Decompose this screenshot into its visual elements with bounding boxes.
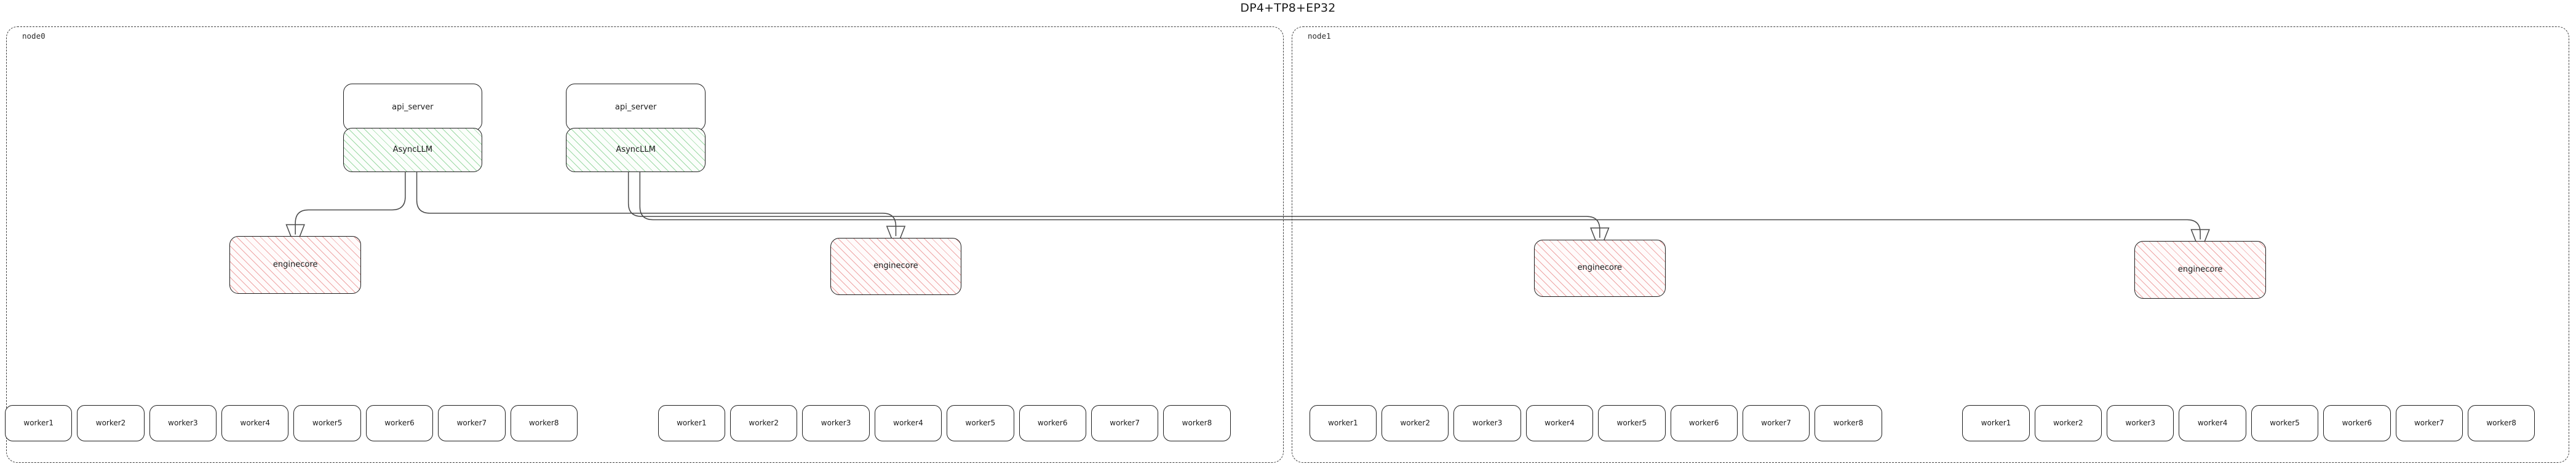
node-container-node0 [6, 26, 1284, 463]
worker-box[interactable]: worker1 [5, 404, 73, 441]
page-title: DP4+TP8+EP32 [1240, 1, 1336, 15]
node-label-node1: node1 [1308, 31, 1331, 41]
worker-box[interactable]: worker4 [874, 404, 942, 441]
asyncllm-box-1[interactable]: AsyncLLM [343, 128, 483, 173]
worker-box[interactable]: worker6 [1670, 404, 1738, 441]
worker-box[interactable]: worker5 [2251, 404, 2319, 441]
enginecore-box-1[interactable]: enginecore [229, 236, 361, 294]
worker-box[interactable]: worker3 [1453, 404, 1521, 441]
worker-box[interactable]: worker1 [1962, 404, 2030, 441]
worker-box[interactable]: worker7 [1742, 404, 1810, 441]
worker-box[interactable]: worker3 [802, 404, 870, 441]
worker-box[interactable]: worker4 [1525, 404, 1594, 441]
enginecore-box-4[interactable]: enginecore [2134, 241, 2266, 299]
worker-box[interactable]: worker8 [2467, 404, 2535, 441]
worker-box[interactable]: worker4 [221, 404, 289, 441]
worker-box[interactable]: worker7 [438, 404, 506, 441]
worker-box[interactable]: worker1 [658, 404, 726, 441]
worker-box[interactable]: worker4 [2179, 404, 2246, 441]
worker-box[interactable]: worker8 [510, 404, 578, 441]
worker-box[interactable]: worker8 [1815, 404, 1882, 441]
worker-box[interactable]: worker8 [1163, 404, 1231, 441]
enginecore-box-2[interactable]: enginecore [830, 237, 962, 296]
worker-box[interactable]: worker3 [149, 404, 217, 441]
api-server-box-2[interactable]: api_server [566, 84, 706, 132]
worker-box[interactable]: worker2 [1381, 404, 1449, 441]
node-container-node1 [1292, 26, 2569, 463]
worker-box[interactable]: worker5 [947, 404, 1014, 441]
worker-box[interactable]: worker5 [1598, 404, 1666, 441]
worker-box[interactable]: worker5 [293, 404, 361, 441]
worker-box[interactable]: worker2 [730, 404, 798, 441]
worker-box[interactable]: worker6 [1019, 404, 1086, 441]
worker-box[interactable]: worker6 [365, 404, 434, 441]
worker-box[interactable]: worker2 [2034, 404, 2102, 441]
worker-box[interactable]: worker6 [2323, 404, 2391, 441]
enginecore-box-3[interactable]: enginecore [1534, 239, 1666, 297]
worker-box[interactable]: worker3 [2107, 404, 2174, 441]
worker-box[interactable]: worker7 [2395, 404, 2463, 441]
node-label-node0: node0 [22, 31, 46, 41]
worker-box[interactable]: worker2 [77, 404, 145, 441]
asyncllm-box-2[interactable]: AsyncLLM [566, 128, 706, 173]
worker-box[interactable]: worker7 [1091, 404, 1159, 441]
worker-box[interactable]: worker1 [1309, 404, 1377, 441]
api-server-box-1[interactable]: api_server [343, 84, 483, 132]
